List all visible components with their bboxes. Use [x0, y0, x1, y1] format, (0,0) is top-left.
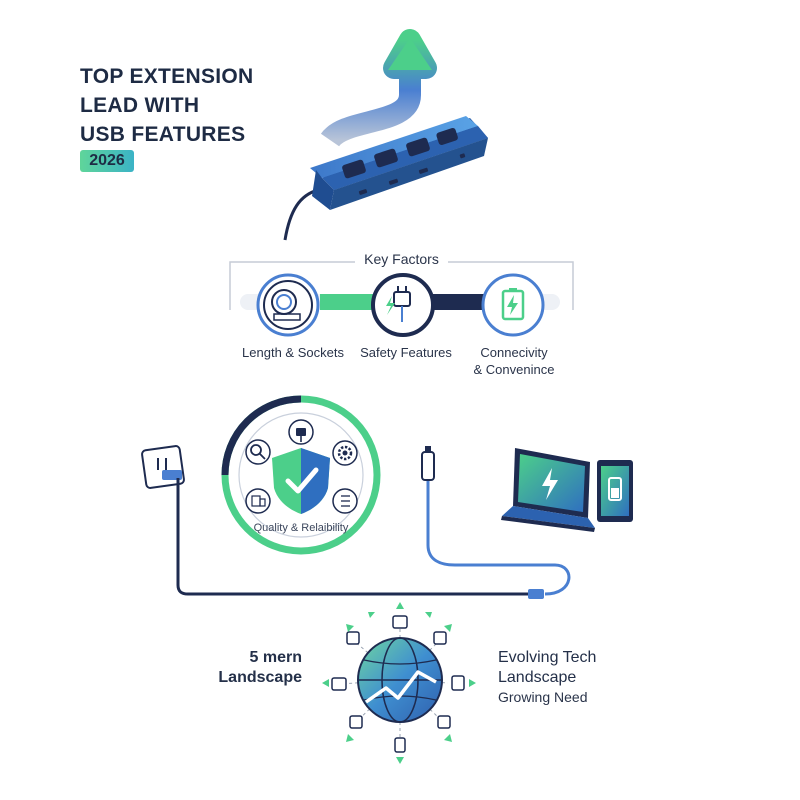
laptop-icon: [501, 448, 595, 532]
left-text-line-1: 5 mern: [249, 649, 302, 666]
devices-icon: [245, 488, 271, 514]
device-satellite-icons: [331, 615, 465, 753]
left-landscape-text: 5 mern Landscape: [218, 648, 302, 688]
left-text-line-2: Landscape: [218, 669, 302, 686]
title-line-1: TOP EXTENSION: [80, 65, 254, 88]
right-text-line-2: Landscape: [498, 669, 577, 686]
globe-icon: [357, 637, 443, 723]
plug-bolt-icon: [371, 273, 435, 337]
power-cable: [176, 478, 532, 596]
factor-connectivity-line-2: & Convenince: [473, 362, 555, 377]
tape-measure-icon: [256, 273, 320, 337]
usb-connector-icon: [421, 446, 435, 481]
title-line-3: USB FEATURES: [80, 123, 246, 146]
power-strip-icon: [283, 116, 488, 241]
factor-connectivity-label: Connecivity & Convenince: [466, 344, 562, 378]
factor-connectivity-line-1: Connecivity: [480, 345, 548, 360]
tablet-icon: [597, 460, 633, 522]
shield-check-icon: [272, 448, 330, 514]
factor-length-label: Length & Sockets: [242, 345, 344, 360]
right-text-line-1: Evolving Tech: [498, 649, 597, 666]
gear-icon: [332, 440, 358, 466]
search-icon: [245, 439, 271, 465]
plug-icon: [288, 419, 314, 445]
decorative-arrowheads: [322, 602, 476, 764]
right-landscape-text: Evolving Tech Landscape Growing Need: [498, 648, 638, 706]
usb-plug-icon: [528, 589, 544, 599]
factor-safety-label: Safety Features: [360, 345, 452, 360]
title-line-2: LEAD WITH: [80, 94, 200, 117]
quality-label: Quality & Relaibility: [253, 522, 349, 534]
growth-arrow-icon: [320, 29, 437, 148]
list-icon: [332, 488, 358, 514]
usb-cable: [426, 480, 571, 596]
year-badge: 2026: [80, 150, 134, 172]
key-factors-heading: Key Factors: [355, 251, 448, 268]
page-title: TOP EXTENSION LEAD WITH USB FEATURES: [80, 62, 254, 149]
right-text-line-3: Growing Need: [498, 689, 588, 705]
wall-outlet-icon: [141, 445, 185, 489]
battery-bolt-icon: [481, 273, 545, 337]
